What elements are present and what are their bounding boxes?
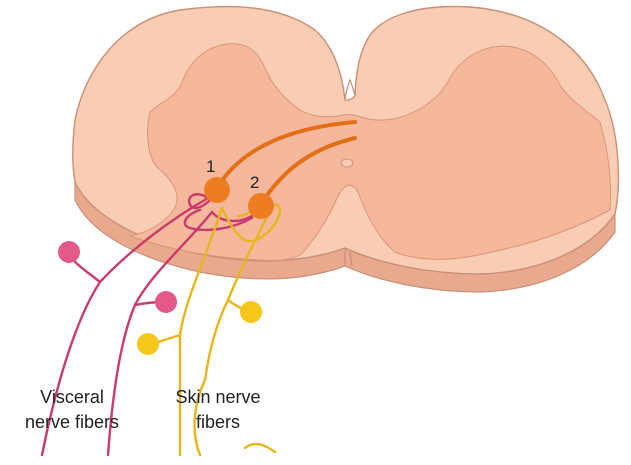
neuron-2-label: 2 [250,173,259,192]
visceral-label-line-1: Visceral [40,387,104,407]
neuron-1-cell-body [204,177,230,203]
visceral-label-line-2: nerve fibers [25,412,119,432]
neuron-2-cell-body [248,193,274,219]
neuron-1-label: 1 [206,157,215,176]
skin-label-line-1: Skin nerve [175,387,260,407]
skin-ending-icon [137,333,159,355]
visceral-ending-icon [58,241,80,263]
skin-ending-icon [240,301,262,323]
visceral-ending-icon [155,291,177,313]
skin-label-line-2: fibers [196,412,240,432]
central-canal [341,159,353,167]
